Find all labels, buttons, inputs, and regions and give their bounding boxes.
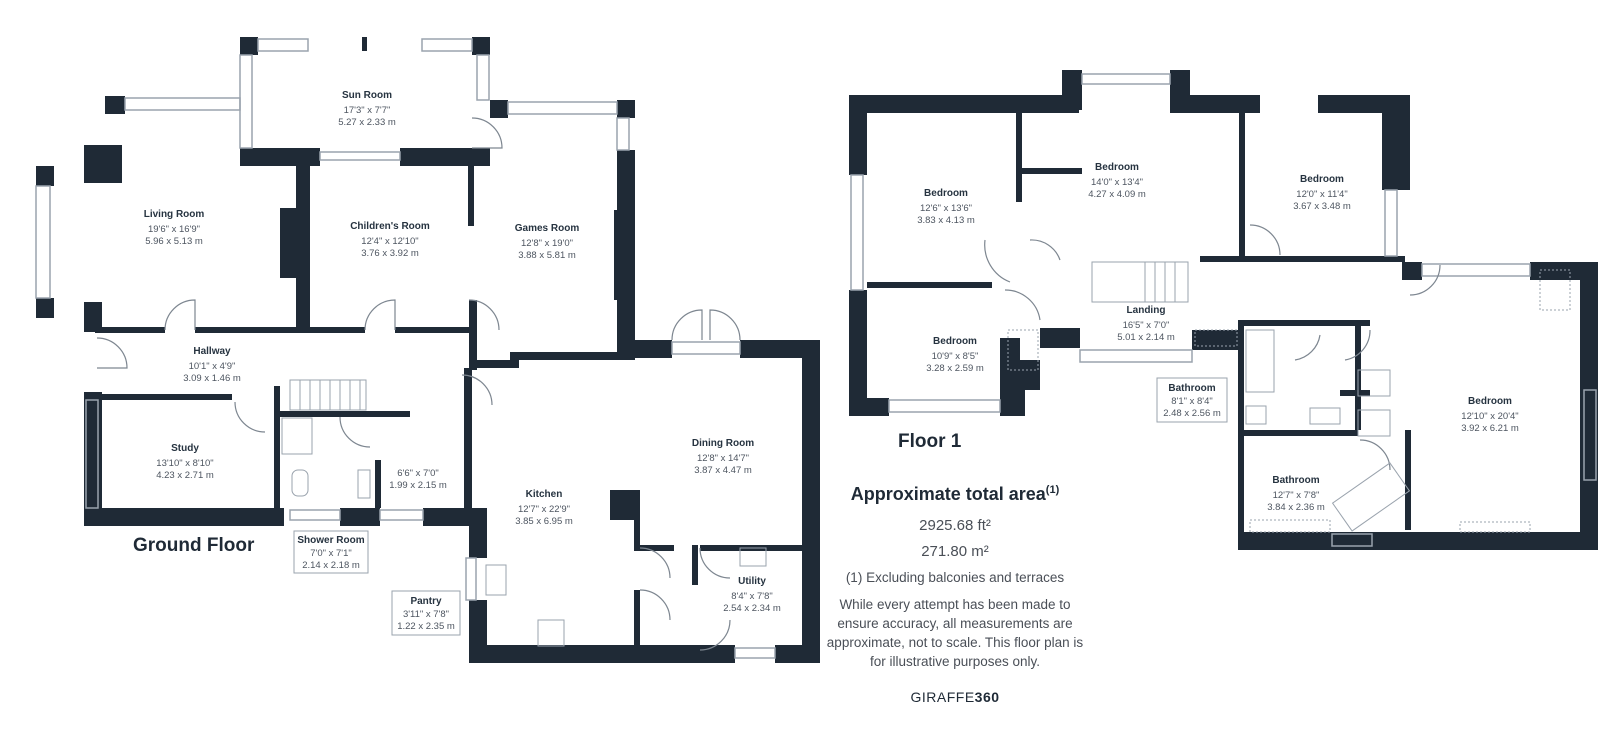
bedroom-4-imperial: 10'9" x 8'5" <box>932 351 979 362</box>
area-title: Approximate total area(1) <box>820 484 1090 505</box>
living-room-metric: 5.96 x 5.13 m <box>145 236 203 247</box>
disclaimer: While every attempt has been made to ens… <box>826 597 1084 669</box>
area-title-text: Approximate total area <box>850 484 1046 504</box>
kitchen-imperial: 12'7" x 22'9" <box>518 504 570 515</box>
study-metric: 4.23 x 2.71 m <box>156 470 214 481</box>
svg-text:2.14 x 2.18 m: 2.14 x 2.18 m <box>302 560 360 571</box>
utility-metric: 2.54 x 2.34 m <box>723 603 781 614</box>
utility-name: Utility <box>738 576 766 587</box>
childrens-room-imperial: 12'4" x 12'10" <box>361 236 418 247</box>
bedroom-4-name: Bedroom <box>933 336 977 347</box>
dining-room-metric: 3.87 x 4.47 m <box>694 465 752 476</box>
bedroom-4-metric: 3.28 x 2.59 m <box>926 363 984 374</box>
bedroom-5-imperial: 12'10" x 20'4" <box>1461 411 1518 422</box>
area-footnote: (1) Excluding balconies and terraces <box>845 570 1065 585</box>
games-room-metric: 3.88 x 5.81 m <box>518 250 576 261</box>
svg-text:8'1" x 8'4": 8'1" x 8'4" <box>1171 396 1213 407</box>
footnote-mark: (1) <box>1045 484 1060 496</box>
ground-floor-windows <box>35 38 776 659</box>
landing-imperial: 16'5" x 7'0" <box>1123 320 1170 331</box>
bedroom-5-metric: 3.92 x 6.21 m <box>1461 423 1519 434</box>
svg-text:2.48 x 2.56 m: 2.48 x 2.56 m <box>1163 408 1221 419</box>
first-floor-windows <box>850 73 1597 547</box>
kitchen-name: Kitchen <box>526 489 563 500</box>
ground-floor-doors <box>96 117 741 651</box>
cupboard-metric: 1.99 x 2.15 m <box>389 480 447 491</box>
area-sqm: 271.80 m² <box>921 543 989 560</box>
sun-room-imperial: 17'3" x 7'7" <box>344 105 391 116</box>
dining-room-imperial: 12'8" x 14'7" <box>697 453 749 464</box>
ground-floor-title: Ground Floor <box>133 535 255 556</box>
dining-room-name: Dining Room <box>692 438 754 449</box>
first-floor-title: Floor 1 <box>898 431 962 452</box>
area-summary: Approximate total area(1) 2925.68 ft² 27… <box>820 484 1090 705</box>
hallway-name: Hallway <box>193 346 231 357</box>
bedroom-2-metric: 4.27 x 4.09 m <box>1088 189 1146 200</box>
bedroom-3-name: Bedroom <box>1300 174 1344 185</box>
bedroom-2-name: Bedroom <box>1095 162 1139 173</box>
sun-room-metric: 5.27 x 2.33 m <box>338 117 396 128</box>
first-floor-doors <box>984 224 1441 471</box>
ground-floor-stairs <box>281 379 767 647</box>
study-name: Study <box>171 443 199 454</box>
svg-text:1.22 x 2.35 m: 1.22 x 2.35 m <box>397 621 455 632</box>
brand-bold: 360 <box>974 689 1000 705</box>
utility-imperial: 8'4" x 7'8" <box>731 591 773 602</box>
kitchen-metric: 3.85 x 6.95 m <box>515 516 573 527</box>
childrens-room-metric: 3.76 x 3.92 m <box>361 248 419 259</box>
first-floor-room-labels: Bedroom 12'6" x 13'6" 3.83 x 4.13 m Bedr… <box>917 162 1519 513</box>
brand-light: GIRAFFE <box>910 689 975 705</box>
shower-room-label: Shower Room 7'0" x 7'1" 2.14 x 2.18 m <box>293 530 369 574</box>
ground-floor-room-labels: Sun Room 17'3" x 7'7" 5.27 x 2.33 m Livi… <box>144 90 781 614</box>
study-imperial: 13'10" x 8'10" <box>156 458 213 469</box>
childrens-room-name: Children's Room <box>350 221 430 232</box>
svg-text:7'0" x 7'1": 7'0" x 7'1" <box>310 548 352 559</box>
bedroom-5-name: Bedroom <box>1468 396 1512 407</box>
landing-name: Landing <box>1127 305 1166 316</box>
first-floor-fixtures <box>1007 261 1571 533</box>
living-room-name: Living Room <box>144 209 205 220</box>
bathroom-2-imperial: 12'7" x 7'8" <box>1273 490 1320 501</box>
hallway-metric: 3.09 x 1.46 m <box>183 373 241 384</box>
cupboard-imperial: 6'6" x 7'0" <box>397 468 439 479</box>
area-sqft: 2925.68 ft² <box>919 517 991 534</box>
bedroom-2-imperial: 14'0" x 13'4" <box>1091 177 1143 188</box>
ground-floor-plan <box>36 37 820 663</box>
first-floor-plan <box>849 70 1598 550</box>
bedroom-3-imperial: 12'0" x 11'4" <box>1296 189 1347 200</box>
landing-metric: 5.01 x 2.14 m <box>1117 332 1175 343</box>
bathroom-2-metric: 3.84 x 2.36 m <box>1267 502 1325 513</box>
sun-room-name: Sun Room <box>342 90 392 101</box>
hallway-imperial: 10'1" x 4'9" <box>189 361 236 372</box>
living-room-imperial: 19'6" x 16'9" <box>148 224 200 235</box>
bathroom-2-name: Bathroom <box>1272 475 1319 486</box>
bedroom-1-name: Bedroom <box>924 188 968 199</box>
pantry-label: Pantry 3'11" x 7'8" 1.22 x 2.35 m <box>391 590 461 636</box>
svg-text:Bathroom: Bathroom <box>1168 383 1215 394</box>
brand-logo: GIRAFFE360 <box>820 689 1090 705</box>
svg-text:3'11" x 7'8": 3'11" x 7'8" <box>403 609 449 620</box>
svg-text:Shower Room: Shower Room <box>297 535 364 546</box>
bedroom-1-metric: 3.83 x 4.13 m <box>917 215 975 226</box>
games-room-name: Games Room <box>515 223 580 234</box>
bedroom-1-imperial: 12'6" x 13'6" <box>920 203 972 214</box>
games-room-imperial: 12'8" x 19'0" <box>521 238 573 249</box>
svg-text:Pantry: Pantry <box>410 596 442 607</box>
bedroom-3-metric: 3.67 x 3.48 m <box>1293 201 1351 212</box>
bathroom-1-label: Bathroom 8'1" x 8'4" 2.48 x 2.56 m <box>1156 377 1228 423</box>
